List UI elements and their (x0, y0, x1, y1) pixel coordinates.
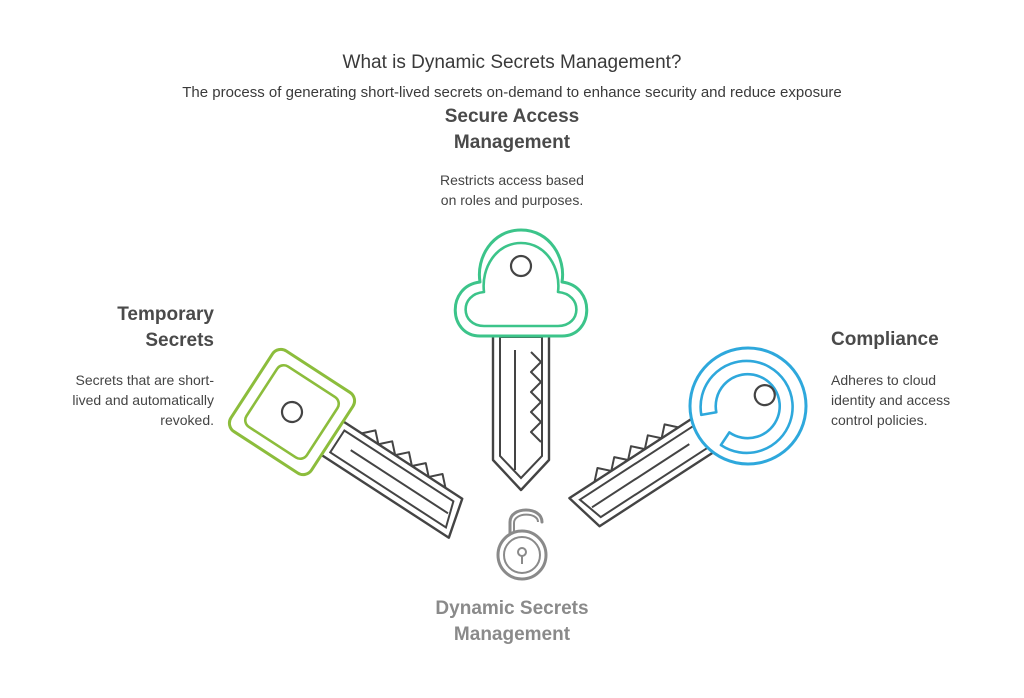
temporary-secrets-description: Secrets that are short- lived and automa… (72, 372, 214, 428)
temporary-secrets-key-icon (227, 347, 464, 539)
compliance-key-icon (568, 346, 808, 528)
compliance-heading: Compliance (831, 329, 939, 350)
secure-access-heading: Secure Access Management (444, 106, 580, 153)
diagram-title: What is Dynamic Secrets Management? (342, 52, 682, 73)
unlocked-padlock-icon (496, 508, 548, 581)
compliance-description: Adheres to cloud identity and access con… (831, 372, 951, 428)
diagram-subtitle: The process of generating short-lived se… (182, 84, 842, 101)
secure-access-description: Restricts access based on roles and purp… (440, 172, 584, 208)
dynamic-secrets-label: Dynamic Secrets Management (435, 598, 589, 645)
secure-access-key-icon (453, 228, 589, 492)
temporary-secrets-heading: Temporary Secrets (117, 304, 214, 351)
